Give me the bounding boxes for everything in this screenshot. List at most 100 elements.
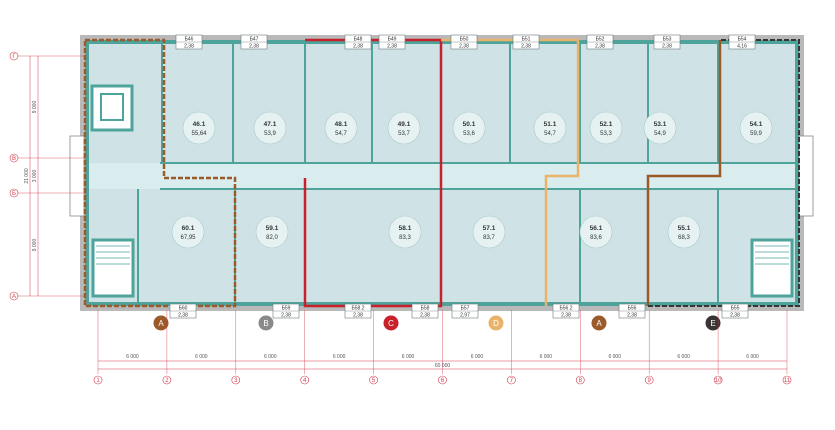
lot-circle xyxy=(383,315,399,331)
room-badge xyxy=(387,111,421,145)
lot-a-right-boundary xyxy=(646,40,722,306)
lot-letter: A xyxy=(158,319,164,328)
window-height: 2,38 xyxy=(353,44,363,50)
room-area: 53,9 xyxy=(264,131,276,137)
dim-left: 9 000 xyxy=(32,101,38,114)
dim-bay: 6 000 xyxy=(677,354,690,360)
room-label: 52.153,3 xyxy=(589,111,623,145)
lot-circle xyxy=(705,315,721,331)
window-height: 2,38 xyxy=(561,313,571,319)
axis-label: 8 xyxy=(579,378,583,384)
room-number: 49.1 xyxy=(398,121,411,128)
dim-bay: 6 000 xyxy=(333,354,346,360)
stair-treads xyxy=(96,245,789,265)
dim-left: 9 000 xyxy=(32,239,38,252)
lot-marker: A xyxy=(591,315,607,331)
lot-circle xyxy=(153,315,169,331)
window-height: 2,38 xyxy=(459,44,469,50)
lot-marker: A xyxy=(153,315,169,331)
window-id: Б46 xyxy=(185,37,194,43)
axis-label: В xyxy=(12,156,16,162)
room-area: 54,7 xyxy=(544,131,556,137)
window-height: 2,38 xyxy=(184,44,194,50)
room-label: 54.159,9 xyxy=(739,111,773,145)
lot-circle xyxy=(591,315,607,331)
room-area: 83,7 xyxy=(483,235,495,241)
window-height: 2,38 xyxy=(730,313,740,319)
dim-bay: 6 000 xyxy=(402,354,415,360)
room-badge xyxy=(255,215,289,249)
axis-marker-bottom: 1 xyxy=(93,310,103,385)
lot-circle xyxy=(258,315,274,331)
dim-bay: 6 000 xyxy=(126,354,139,360)
window-id: Б58.2 xyxy=(351,306,364,312)
windows-bottom: Б602,38Б592,38Б58.22,38Б582,38Б572,97Б56… xyxy=(169,303,749,319)
window-height: 2,38 xyxy=(521,44,531,50)
room-area: 67,95 xyxy=(180,235,196,241)
room-area: 83,6 xyxy=(590,235,602,241)
window-height: 2,38 xyxy=(178,313,188,319)
room-label: 51.154,7 xyxy=(533,111,567,145)
window-height: 2,38 xyxy=(281,313,291,319)
window-id: Б55 xyxy=(731,306,740,312)
room-number: 57.1 xyxy=(483,225,496,232)
lot-circle xyxy=(488,315,504,331)
room-labels: 46.155,6447.153,948.154,749.153,750.153,… xyxy=(171,111,773,249)
room-badge xyxy=(182,111,216,145)
dim-bay: 6 000 xyxy=(540,354,553,360)
window-id: Б56 xyxy=(628,306,637,312)
axis-marker-bottom: 7 xyxy=(507,310,516,385)
axis-marker-left: В xyxy=(9,153,86,163)
lot-letter: D xyxy=(493,319,499,328)
room-area: 53,7 xyxy=(398,131,410,137)
room-area: 82,0 xyxy=(266,235,278,241)
room-number: 52.1 xyxy=(600,121,613,128)
room-label: 53.154,9 xyxy=(643,111,677,145)
room-label: 49.1 53,7 xyxy=(387,111,421,145)
room-number: 60.1 xyxy=(182,225,195,232)
axis-label: 7 xyxy=(510,378,514,384)
room-badge xyxy=(739,111,773,145)
dim-bay: 6 000 xyxy=(746,354,759,360)
axis-marker-bottom: 4 xyxy=(300,310,310,385)
window-height: 2,38 xyxy=(627,313,637,319)
room-number: 46.1 xyxy=(193,121,206,128)
window-id: Б48 xyxy=(354,37,363,43)
lot-a-left-boundary xyxy=(83,38,237,308)
room-label: 58.183,3 xyxy=(388,215,422,249)
window-tag: Б56.22,38 xyxy=(552,303,580,319)
room-area: 53,6 xyxy=(463,131,475,137)
room-label: 50.153,6 xyxy=(452,111,486,145)
top-partitions xyxy=(161,44,719,163)
window-id: Б56.2 xyxy=(559,306,572,312)
window-height: 2,38 xyxy=(249,44,259,50)
axis-label: 3 xyxy=(234,378,238,384)
dim-bay: 6 000 xyxy=(195,354,208,360)
axis-marker-bottom: 2 xyxy=(162,310,172,385)
window-tag: Б58.22,38 xyxy=(344,303,372,319)
windows-top: Б462,38Б472,38Б482,38Б492,38Б502,38Б512,… xyxy=(175,34,756,50)
room-badge xyxy=(667,215,701,249)
axis-marker-bottom: 8 xyxy=(575,310,585,385)
window-id: Б60 xyxy=(179,306,188,312)
lot-marker: D xyxy=(488,315,504,331)
room-badge xyxy=(589,111,623,145)
window-id: Б50 xyxy=(460,37,469,43)
axis-label: 2 xyxy=(165,378,169,384)
room-area: 55,64 xyxy=(191,131,207,137)
dim-total: 60 000 xyxy=(435,363,451,369)
room-badge xyxy=(388,215,422,249)
room-label: 55.168,3 xyxy=(667,215,701,249)
